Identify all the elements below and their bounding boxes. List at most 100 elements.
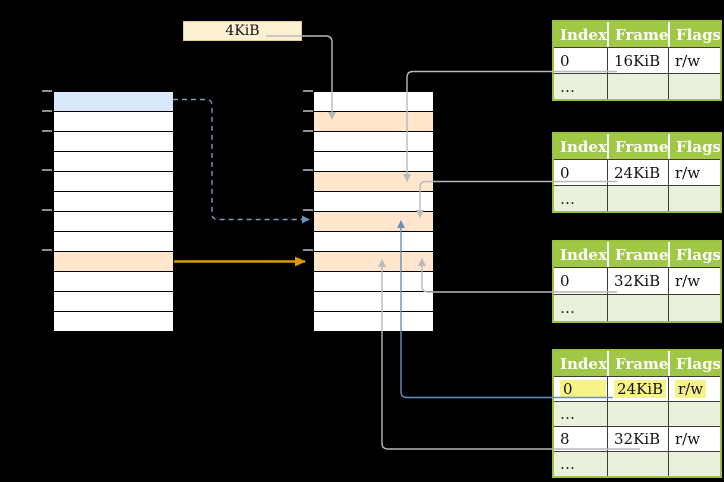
ellipsis-row: … xyxy=(554,73,720,99)
cell-frame xyxy=(607,186,668,211)
header-flags: Flags xyxy=(668,134,720,159)
memory-row-blue xyxy=(54,92,173,112)
cell-frame xyxy=(607,74,668,99)
header-index: Index xyxy=(554,242,607,267)
header-index: Index xyxy=(554,134,607,159)
memory-row-white xyxy=(54,232,173,252)
memory-row-peach xyxy=(54,252,173,272)
cell-index: … xyxy=(554,452,607,476)
tick-mark xyxy=(303,209,313,211)
memory-row-white xyxy=(54,132,173,152)
highlight-mark: 0 xyxy=(560,379,606,399)
tick-mark xyxy=(303,110,313,112)
memory-row-white xyxy=(54,172,173,192)
memory-row-white xyxy=(314,152,433,172)
header-flags: Flags xyxy=(668,351,720,376)
cell-frame: 24KiB xyxy=(607,160,668,185)
header-frame: Frame xyxy=(607,351,668,376)
ellipsis-row: … xyxy=(554,451,720,476)
tick-mark xyxy=(42,130,52,132)
header-frame: Frame xyxy=(607,134,668,159)
memory-row-white xyxy=(314,92,433,112)
cell-frame xyxy=(607,402,668,426)
cell-frame: 32KiB xyxy=(607,268,668,294)
arrow-virtual-page0-dashed xyxy=(173,98,310,224)
memory-row-white xyxy=(314,272,433,292)
cell-flags xyxy=(668,402,720,426)
cell-frame: 16KiB xyxy=(607,48,668,73)
memory-row-white xyxy=(314,132,433,152)
tick-mark xyxy=(303,130,313,132)
cell-index: … xyxy=(554,402,607,426)
memory-row-white xyxy=(54,272,173,292)
header-index: Index xyxy=(554,22,607,47)
page-size-text: 4KiB xyxy=(225,23,260,39)
memory-row-peach xyxy=(314,172,433,192)
cell-flags: r/w xyxy=(668,377,720,401)
cell-flags xyxy=(668,74,720,99)
memory-row-white xyxy=(314,192,433,212)
cell-flags: r/w xyxy=(668,48,720,73)
cell-index: … xyxy=(554,74,607,99)
tick-mark xyxy=(303,249,313,251)
cell-frame: 24KiB xyxy=(607,377,668,401)
tick-mark xyxy=(303,90,313,92)
cell-index: 0 xyxy=(554,377,607,401)
page-size-label: 4KiB xyxy=(183,21,302,41)
memory-row-white xyxy=(54,292,173,312)
physical-frames-table xyxy=(313,91,434,332)
memory-row-peach xyxy=(314,112,433,132)
cell-frame: 32KiB xyxy=(607,427,668,451)
virtual-pages-table xyxy=(53,91,174,332)
memory-row-white xyxy=(54,152,173,172)
cell-index: 0 xyxy=(560,272,570,290)
header-flags: Flags xyxy=(668,242,720,267)
cell-flags xyxy=(668,186,720,211)
cell-flags: r/w xyxy=(668,160,720,185)
header-flags: Flags xyxy=(668,22,720,47)
cell-index: … xyxy=(554,186,607,211)
memory-row-white xyxy=(54,312,173,331)
highlight-mark: r/w xyxy=(675,379,707,399)
header-frame: Frame xyxy=(607,22,668,47)
tick-mark xyxy=(42,110,52,112)
memory-row-peach xyxy=(314,212,433,232)
ellipsis-row: … xyxy=(554,185,720,211)
memory-row-peach xyxy=(314,252,433,272)
cell-index: 0 xyxy=(560,51,570,70)
ellipsis-row: … xyxy=(554,294,720,321)
ellipsis-row: … xyxy=(554,401,720,426)
cell-index: … xyxy=(554,295,607,321)
cell-flags xyxy=(668,295,720,321)
memory-row-white xyxy=(314,232,433,252)
tick-mark xyxy=(42,90,52,92)
tick-mark xyxy=(42,209,52,211)
cell-index: 8 xyxy=(560,430,570,448)
cell-index: 0 xyxy=(560,163,570,182)
cell-flags: r/w xyxy=(668,268,720,294)
header-frame: Frame xyxy=(607,242,668,267)
cell-flags xyxy=(668,452,720,476)
header-index: Index xyxy=(554,351,607,376)
memory-row-white xyxy=(54,192,173,212)
tick-mark xyxy=(42,169,52,171)
cell-flags: r/w xyxy=(668,427,720,451)
tick-mark xyxy=(303,169,313,171)
cell-frame xyxy=(607,295,668,321)
tick-mark xyxy=(42,249,52,251)
memory-row-white xyxy=(54,112,173,132)
